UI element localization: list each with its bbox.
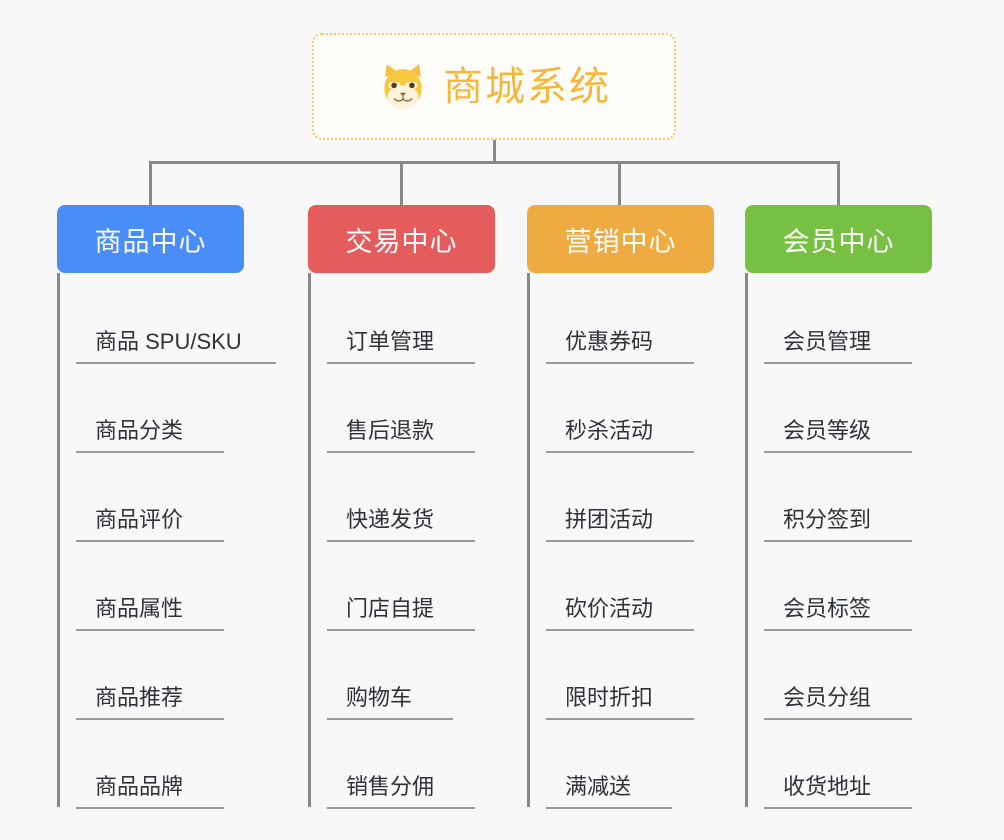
- category-items-2: 优惠券码 秒杀活动 拼团活动 砍价活动 限时折扣 满减送: [527, 273, 698, 809]
- list-item-label: 收货地址: [783, 773, 872, 799]
- list-item[interactable]: 购物车: [327, 629, 479, 720]
- list-item[interactable]: 商品品牌: [76, 718, 228, 809]
- list-item-label: 商品评价: [95, 506, 184, 532]
- list-item-rule: [764, 362, 912, 364]
- connector-drop-2: [618, 161, 621, 205]
- list-item-label: 会员等级: [783, 417, 872, 443]
- list-item-label: 限时折扣: [565, 684, 654, 710]
- category-header-2[interactable]: 营销中心: [527, 205, 714, 273]
- list-item-rule: [327, 362, 475, 364]
- shiba-dog-icon: [384, 63, 422, 110]
- list-item-rule: [764, 540, 912, 542]
- connector-drop-0: [149, 161, 152, 205]
- list-item[interactable]: 会员分组: [764, 629, 916, 720]
- category-column-0: 商品中心 商品 SPU/SKU 商品分类 商品评价 商品属性 商品推荐: [57, 205, 276, 809]
- category-header-label-2: 营销中心: [564, 226, 677, 257]
- list-item-label: 砍价活动: [565, 595, 654, 621]
- list-item-label: 拼团活动: [565, 506, 654, 532]
- list-item[interactable]: 拼团活动: [546, 451, 698, 542]
- list-item-label: 销售分佣: [346, 773, 435, 799]
- list-item-rule: [764, 629, 912, 631]
- list-item-rule: [327, 629, 475, 631]
- category-header-3[interactable]: 会员中心: [745, 205, 932, 273]
- category-column-1: 交易中心 订单管理 售后退款 快递发货 门店自提 购物车: [308, 205, 495, 809]
- category-column-2: 营销中心 优惠券码 秒杀活动 拼团活动 砍价活动 限时折扣: [527, 205, 714, 809]
- category-items-0: 商品 SPU/SKU 商品分类 商品评价 商品属性 商品推荐 商品品牌: [57, 273, 276, 809]
- list-item[interactable]: 会员管理: [764, 273, 916, 364]
- list-item[interactable]: 商品分类: [76, 362, 228, 453]
- list-item[interactable]: 商品 SPU/SKU: [76, 273, 276, 364]
- list-item-rule: [76, 540, 224, 542]
- list-item-rule: [76, 718, 224, 720]
- list-item[interactable]: 限时折扣: [546, 629, 698, 720]
- list-item-rule: [546, 362, 694, 364]
- list-item-label: 满减送: [565, 773, 632, 799]
- list-item-label: 商品品牌: [95, 773, 184, 799]
- list-item[interactable]: 砍价活动: [546, 540, 698, 631]
- list-item-rule: [546, 718, 694, 720]
- connector-drop-1: [400, 161, 403, 205]
- list-item[interactable]: 满减送: [546, 718, 698, 809]
- category-header-0[interactable]: 商品中心: [57, 205, 244, 273]
- list-item-rule: [327, 451, 475, 453]
- list-item-rule: [76, 362, 276, 364]
- list-item-rule: [546, 807, 672, 809]
- list-item-rule: [764, 807, 912, 809]
- list-item[interactable]: 销售分佣: [327, 718, 479, 809]
- list-item-label: 会员标签: [783, 595, 872, 621]
- list-item[interactable]: 商品推荐: [76, 629, 228, 720]
- list-item[interactable]: 收货地址: [764, 718, 916, 809]
- list-item[interactable]: 门店自提: [327, 540, 479, 631]
- list-item-label: 积分签到: [783, 506, 872, 532]
- list-item[interactable]: 商品评价: [76, 451, 228, 542]
- list-item-label: 售后退款: [346, 417, 435, 443]
- list-item-rule: [327, 807, 475, 809]
- category-header-label-1: 交易中心: [345, 226, 458, 257]
- list-item-rule: [76, 451, 224, 453]
- list-item-rule: [76, 807, 224, 809]
- list-item[interactable]: 快递发货: [327, 451, 479, 542]
- list-item-rule: [546, 451, 694, 453]
- connector-root-stem: [493, 140, 496, 163]
- list-item-label: 商品推荐: [95, 684, 184, 710]
- list-item[interactable]: 秒杀活动: [546, 362, 698, 453]
- list-item-label: 商品 SPU/SKU: [95, 328, 242, 354]
- list-item-rule: [764, 718, 912, 720]
- list-item-rule: [327, 540, 475, 542]
- list-item[interactable]: 会员等级: [764, 362, 916, 453]
- list-item-rule: [76, 629, 224, 631]
- category-items-1: 订单管理 售后退款 快递发货 门店自提 购物车 销售分佣: [308, 273, 479, 809]
- category-column-3: 会员中心 会员管理 会员等级 积分签到 会员标签 会员分组: [745, 205, 932, 809]
- list-item-label: 快递发货: [346, 506, 435, 532]
- list-item-rule: [546, 540, 694, 542]
- list-item-label: 商品分类: [95, 417, 184, 443]
- list-item-label: 订单管理: [346, 328, 435, 354]
- list-item[interactable]: 订单管理: [327, 273, 479, 364]
- list-item-rule: [327, 718, 453, 720]
- list-item-label: 会员管理: [783, 328, 872, 354]
- root-title: 商城系统: [443, 64, 611, 109]
- list-item-label: 商品属性: [95, 595, 184, 621]
- list-item[interactable]: 积分签到: [764, 451, 916, 542]
- list-item[interactable]: 商品属性: [76, 540, 228, 631]
- list-item-label: 会员分组: [783, 684, 872, 710]
- category-header-1[interactable]: 交易中心: [308, 205, 495, 273]
- list-item-rule: [546, 629, 694, 631]
- list-item-label: 购物车: [346, 684, 413, 710]
- list-item-label: 秒杀活动: [565, 417, 654, 443]
- list-item-label: 门店自提: [346, 595, 435, 621]
- list-item[interactable]: 售后退款: [327, 362, 479, 453]
- category-header-label-0: 商品中心: [94, 226, 207, 257]
- category-items-3: 会员管理 会员等级 积分签到 会员标签 会员分组 收货地址: [745, 273, 916, 809]
- list-item[interactable]: 优惠券码: [546, 273, 698, 364]
- list-item-label: 优惠券码: [565, 328, 654, 354]
- root-node[interactable]: 商城系统: [312, 33, 676, 140]
- list-item[interactable]: 会员标签: [764, 540, 916, 631]
- connector-drop-3: [837, 161, 840, 205]
- category-header-label-3: 会员中心: [782, 226, 895, 257]
- connector-horizontal-bus: [149, 161, 840, 164]
- list-item-rule: [764, 451, 912, 453]
